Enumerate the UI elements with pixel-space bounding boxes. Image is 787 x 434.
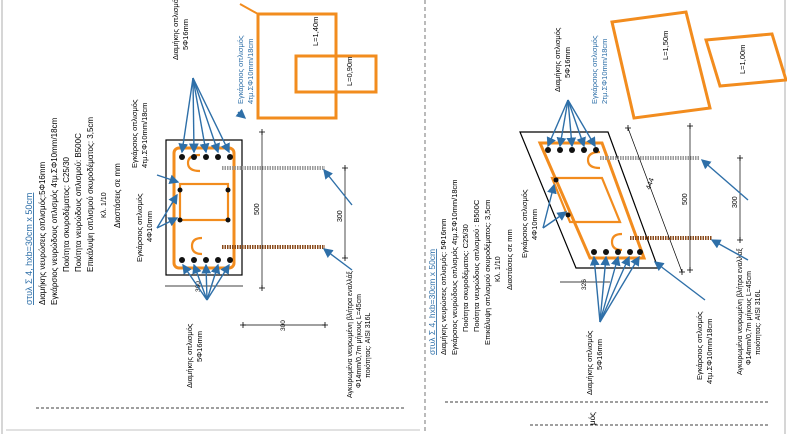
right-stirrup-label-1: Εγκάρσιος οπλισμός [695,311,704,380]
left-dim-300: 300 [337,210,344,222]
right-stirrup-label-2: 4τμ.ΣΦ10mm/18cm [705,319,714,384]
right-note-1: Διαμήκης νευρώσεις οπλισμός: 5Φ16mm [439,219,448,355]
left-note-3: Ποιότητα σκυροδέματος: C25/30 [62,156,71,272]
left-note-1: Διαμήκης νευρώσεις οπλισμός:5Φ16mm [38,161,47,305]
right-dim-ticks [625,123,743,275]
left-stirrup-label-2: 4τμ.ΣΦ10mm/18cm [140,103,149,168]
right-note-3: Ποιότητα σκυροδέματος: C25/30 [461,224,470,332]
left-dim-300c: 300 [280,320,287,331]
left-dim-500: 500 [254,203,261,215]
right-sheet: στυλ Σ 4, hxb=30cm x 50cm Διαμήκης νευρώ… [427,10,787,395]
left-anchor-label-1: Αγκυρωμένα νευρωμένη βλήτρα εναλλάξ [346,271,354,398]
left-stirrup-label-1: Εγκάρσιος οπλισμός [130,99,139,168]
left-top-rebar-dots [179,154,233,160]
right-hook-bottom [610,232,623,252]
right-anchor-label-3: ποιότητας: AISI 316L [754,290,762,355]
right-title: στυλ Σ 4, hxb=30cm x 50cm [427,249,437,355]
right-detail-label-2: 2τμ.ΣΦ10mm/18cm [600,39,609,104]
left-topbars-label-2: 5Φ16mm [181,19,190,50]
left-bar-length-2: L=0,90m [345,57,354,86]
left-bottombars-label-2: 5Φ16mm [195,331,204,362]
left-sidebars-label-1: Εγκάρσιος οπλισμός [135,193,144,262]
right-bar-shape-1 [610,10,712,120]
right-detail-label-1: Εγκάρσιος οπλισμός [590,35,599,104]
right-bar-shape-2 [704,32,787,88]
right-bar-length-2: L=1,00m [738,45,747,74]
right-stirrup-outer [537,141,647,260]
left-bar-shape-1-hook [239,3,337,118]
left-note-4: Ποιότητα νευρώδους οπλισμού: B500C [74,133,83,272]
left-leader-arrows [156,77,353,301]
left-anchor-label-3: ποιότητας: AISI 316L [364,313,372,378]
left-topbars-label-1: Διαμήκης οπλισμός [171,0,180,60]
left-detail-label-2: 4τμ.ΣΦ10mm/18cm [246,39,255,104]
right-anchor-label-1: Αγκυρωμένα νευρωμένη βλήτρα εναλλάξ [736,248,744,375]
right-note-2: Εγκάρσιος νευρώδους οπλισμός 4τμ.ΣΦ10mm/… [450,179,459,355]
left-note-scale: Κλ. 1/10 [101,192,108,218]
right-top-rebar-dots [545,147,599,153]
left-hook-bottom [190,236,203,256]
right-anchor-label-2: Φ14mm/0,7m μήκους L=45cm [746,271,753,365]
left-anchor-label-2: Φ14mm/0,7m μήκους L=45cm [356,294,363,388]
left-detail-label-1: Εγκάρσιος οπλισμός [236,35,245,104]
right-bar-length-1: L=1,50m [661,31,670,60]
left-dim-ticks [240,129,348,328]
left-note-2: Εγκάρσιος νευρώδους οπλισμός 4τμ.ΣΦ10mm/… [50,117,59,305]
right-topbars-label-2: 5Φ16mm [563,47,572,78]
left-bar-shape-2 [294,54,378,94]
left-sidebars-label-2: 4Φ10mm [145,211,154,242]
right-note-units: Διαστάσεις σε mm [505,229,514,290]
right-dim-444-line [627,127,683,273]
right-sidebars-label-1: Εγκάρσιος οπλισμός [520,189,529,258]
left-note-units: Διαστάσεις σε mm [113,163,122,228]
right-dim-500: 500 [682,193,689,205]
right-leader-arrows [542,99,749,323]
right-dim-300: 300 [732,196,739,208]
right-bottom-rebar-dots [591,249,643,255]
left-bottombars-label-1: Διαμήκης οπλισμός [185,323,194,388]
right-note-scale: Κλ. 1/10 [495,256,502,282]
right-topbars-label-1: Διαμήκης οπλισμός [553,27,562,92]
left-column-outline [165,139,243,276]
left-sheet: στυλ Σ 4, hxb=30cm x 50cm Διαμήκης νευρώ… [24,0,378,398]
left-title: στυλ Σ 4, hxb=30cm x 50cm [24,193,34,305]
right-note-5: Επικάλυψη οπλισμού σκυροδέματος: 3,5cm [483,200,492,345]
right-bottombars-label-1: Διαμήκης οπλισμός [585,330,594,395]
right-bottombars-label-2: 5Φ16mm [595,339,604,370]
right-dim-444: 444 [645,177,656,190]
left-stirrup-inner [178,182,230,222]
left-bar-shape-1 [256,12,338,120]
right-sidebars-label-2: 4Φ10mm [530,209,539,240]
left-bottom-rebar-dots [179,257,233,263]
left-side-rebar-dots [177,187,231,223]
right-hook-top [586,150,601,170]
left-bar-length-1: L=1,40m [311,17,320,46]
right-dim-326: 326 [581,279,588,290]
left-note-5: Επικάλυψη οπλισμού σκυροδέματος: 3,5cm [86,117,95,272]
footer-fragment: μός [588,412,597,425]
right-stirrup-inner [550,176,622,224]
right-note-4: Ποιότητα νευρώδους οπλισμού : B500C [472,199,481,332]
